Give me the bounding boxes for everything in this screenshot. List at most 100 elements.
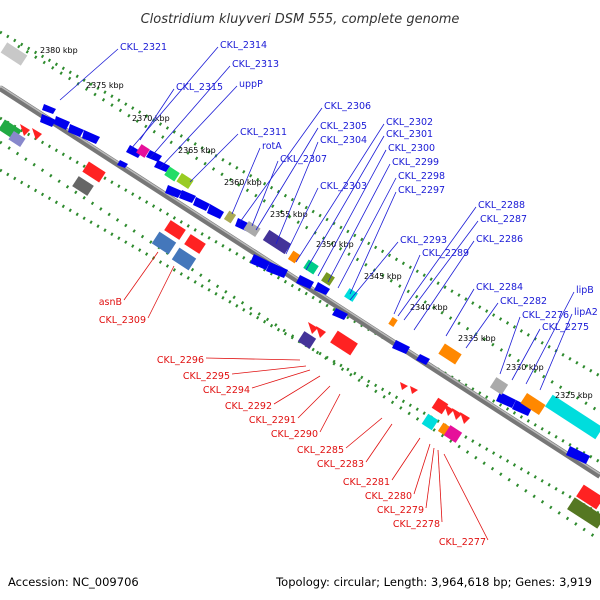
upper-leader-lines [59, 46, 575, 391]
kbp-tick-label: 2360 kbp [224, 178, 262, 187]
gene-arrow [68, 124, 84, 137]
gene-label[interactable]: CKL_2278 [393, 519, 440, 530]
gene-arrow-red [308, 322, 318, 334]
gene-arrow [117, 160, 128, 168]
lower-gene-labels: asnB CKL_2309 CKL_2296 CKL_2295 CKL_2294… [99, 297, 486, 548]
gene-label[interactable]: CKL_2302 [386, 117, 433, 128]
gene-label[interactable]: CKL_2289 [422, 248, 469, 259]
gene-arrow [146, 150, 162, 162]
gene-label[interactable]: CKL_2287 [480, 214, 527, 225]
gene-block [176, 172, 194, 190]
gene-block [443, 425, 463, 443]
gene-arrow [314, 282, 330, 295]
gene-label[interactable]: CKL_2284 [476, 282, 523, 293]
gene-label[interactable]: CKL_2285 [297, 445, 344, 456]
gene-label[interactable]: lipB [576, 285, 594, 296]
gene-label[interactable]: rotA [262, 141, 282, 152]
gene-label[interactable]: CKL_2276 [522, 310, 569, 321]
gene-arrow [266, 262, 288, 278]
accession-text: Accession: NC_009706 [8, 575, 139, 589]
gene-label[interactable]: CKL_2314 [220, 40, 267, 51]
gene-block [421, 413, 439, 431]
gene-label[interactable]: CKL_2291 [249, 415, 296, 426]
kbp-tick-label: 2370 kbp [132, 114, 170, 123]
gene-label[interactable]: CKL_2311 [240, 127, 287, 138]
gene-label[interactable]: CKL_2309 [99, 315, 146, 326]
gene-label[interactable]: CKL_2306 [324, 101, 371, 112]
gene-block [72, 176, 94, 196]
kbp-tick-label: 2375 kbp [86, 81, 124, 90]
gene-label[interactable]: CKL_2301 [386, 129, 433, 140]
gene-block [184, 234, 206, 254]
kbp-tick-label: 2345 kbp [364, 272, 402, 281]
gene-label[interactable]: CKL_2294 [203, 385, 250, 396]
gene-arrow-red [32, 128, 42, 140]
gene-arrow-red [410, 386, 418, 394]
kbp-tick-label: 2325 kbp [555, 391, 593, 400]
gene-label[interactable]: lipA2 [574, 307, 598, 318]
gene-label[interactable]: CKL_2280 [365, 491, 412, 502]
gene-block [8, 130, 26, 148]
gene-label[interactable]: CKL_2279 [377, 505, 424, 516]
gene-arrow [496, 392, 516, 408]
gene-label[interactable]: CKL_2305 [320, 121, 367, 132]
tick-tracks-diag [0, 30, 520, 600]
gene-label[interactable]: uppP [239, 79, 263, 90]
gene-label[interactable]: asnB [99, 297, 122, 308]
gene-block [223, 210, 237, 224]
gene-arrow-red [460, 412, 470, 424]
gene-label[interactable]: CKL_2282 [500, 296, 547, 307]
gene-label[interactable]: CKL_2290 [271, 429, 318, 440]
gene-label[interactable]: CKL_2297 [398, 185, 445, 196]
gene-label[interactable]: CKL_2313 [232, 59, 279, 70]
gene-label[interactable]: CKL_2277 [439, 537, 486, 548]
gene-block [171, 247, 197, 271]
upper-gene-blocks [0, 42, 600, 440]
gene-arrow [40, 114, 56, 127]
gene-block [243, 220, 261, 238]
lower-leader-lines [123, 251, 489, 541]
gene-block [567, 497, 600, 529]
gene-block [151, 231, 177, 255]
gene-label[interactable]: CKL_2304 [320, 135, 367, 146]
gene-label[interactable]: CKL_2299 [392, 157, 439, 168]
gene-label[interactable]: CKL_2298 [398, 171, 445, 182]
gene-label[interactable]: CKL_2295 [183, 371, 230, 382]
gene-label[interactable]: CKL_2281 [343, 477, 390, 488]
lower-gene-blocks [0, 119, 600, 529]
gene-arrow-red [452, 408, 462, 420]
topology-text: Topology: circular; Length: 3,964,618 bp… [275, 575, 592, 589]
gene-label[interactable]: CKL_2307 [280, 154, 327, 165]
gene-label[interactable]: CKL_2300 [388, 143, 435, 154]
upper-gene-labels: CKL_2321 CKL_2314 CKL_2313 CKL_2315 uppP… [120, 40, 598, 333]
gene-arrow [566, 446, 590, 464]
gene-block [164, 220, 186, 240]
gene-arrow [207, 204, 224, 219]
gene-label[interactable]: CKL_2303 [320, 181, 367, 192]
gene-arrow-red [400, 382, 408, 390]
kbp-tick-label: 2380 kbp [40, 46, 78, 55]
gene-block [344, 288, 358, 302]
gene-arrow [165, 185, 182, 198]
gene-label[interactable]: CKL_2293 [400, 235, 447, 246]
gene-arrow [126, 145, 142, 158]
gene-arrow [416, 354, 430, 365]
map-title: Clostridium kluyveri DSM 555, complete g… [141, 12, 460, 27]
gene-arrow [250, 254, 270, 270]
gene-block [321, 272, 335, 286]
gene-label[interactable]: CKL_2321 [120, 42, 167, 53]
gene-label[interactable]: CKL_2286 [476, 234, 523, 245]
gene-label[interactable]: CKL_2296 [157, 355, 204, 366]
gene-label[interactable]: CKL_2315 [176, 82, 223, 93]
gene-label[interactable]: CKL_2292 [225, 401, 272, 412]
gene-arrow [42, 104, 56, 114]
gene-label[interactable]: CKL_2288 [478, 200, 525, 211]
gene-arrow [82, 130, 100, 144]
gene-label[interactable]: CKL_2283 [317, 459, 364, 470]
gene-label[interactable]: CKL_2275 [542, 322, 589, 333]
gene-block [303, 259, 319, 275]
gene-arrow [296, 275, 314, 289]
gene-arrow [193, 197, 210, 211]
gene-block [489, 377, 509, 395]
gene-arrow [332, 308, 348, 320]
